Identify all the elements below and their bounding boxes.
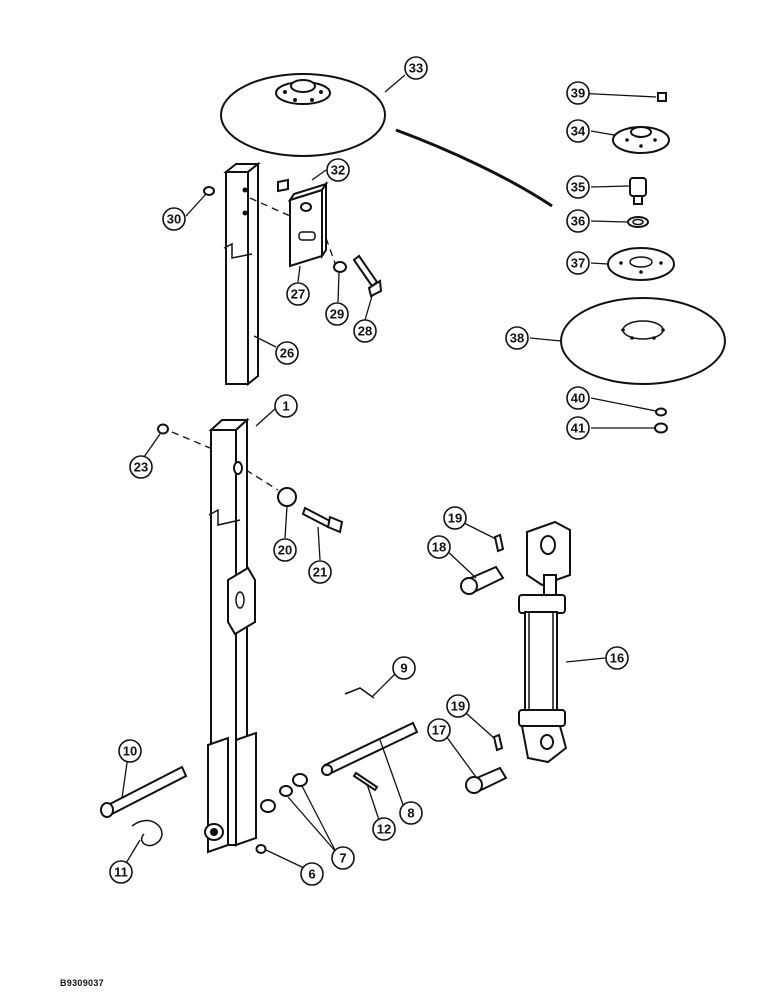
hub-assembly bbox=[560, 92, 726, 434]
svg-text:38: 38 bbox=[510, 331, 524, 346]
hardware-upper bbox=[203, 186, 383, 298]
svg-text:16: 16 bbox=[610, 651, 624, 666]
callout-40: 40 bbox=[566, 386, 590, 410]
callout-16: 16 bbox=[605, 646, 629, 670]
upper-tube-part-26 bbox=[223, 161, 261, 387]
bracket-plate-part-27 bbox=[249, 178, 337, 268]
callout-33: 33 bbox=[404, 56, 428, 80]
svg-text:26: 26 bbox=[280, 346, 294, 361]
explode-arrow-line bbox=[395, 128, 553, 208]
figure-code: B9309037 bbox=[60, 978, 104, 988]
svg-text:6: 6 bbox=[308, 867, 315, 882]
callout-19-lower: 19 bbox=[446, 694, 470, 718]
callout-29: 29 bbox=[325, 302, 349, 326]
svg-text:28: 28 bbox=[358, 324, 372, 339]
svg-text:7: 7 bbox=[339, 851, 346, 866]
callout-8: 8 bbox=[399, 801, 423, 825]
svg-text:30: 30 bbox=[167, 212, 181, 227]
callout-37: 37 bbox=[566, 251, 590, 275]
svg-text:40: 40 bbox=[571, 391, 585, 406]
hardware-middle bbox=[157, 423, 344, 534]
lower-hardware bbox=[100, 687, 419, 854]
callout-35: 35 bbox=[566, 175, 590, 199]
callout-7: 7 bbox=[331, 846, 355, 870]
svg-text:21: 21 bbox=[313, 565, 327, 580]
hydraulic-cylinder-part-16 bbox=[460, 520, 571, 794]
svg-text:34: 34 bbox=[571, 124, 586, 139]
svg-text:39: 39 bbox=[571, 86, 585, 101]
svg-text:33: 33 bbox=[409, 61, 423, 76]
svg-text:36: 36 bbox=[571, 214, 585, 229]
callout-34: 34 bbox=[566, 119, 590, 143]
svg-text:41: 41 bbox=[571, 421, 585, 436]
callout-1: 1 bbox=[274, 394, 298, 418]
svg-text:23: 23 bbox=[134, 460, 148, 475]
callout-28: 28 bbox=[353, 319, 377, 343]
svg-text:37: 37 bbox=[571, 256, 585, 271]
svg-text:1: 1 bbox=[282, 399, 289, 414]
svg-text:19: 19 bbox=[451, 699, 465, 714]
callout-41: 41 bbox=[566, 416, 590, 440]
callout-9: 9 bbox=[392, 656, 416, 680]
svg-text:12: 12 bbox=[377, 822, 391, 837]
callout-38: 38 bbox=[505, 326, 529, 350]
callout-27: 27 bbox=[286, 282, 310, 306]
svg-text:10: 10 bbox=[123, 744, 137, 759]
svg-text:11: 11 bbox=[114, 865, 128, 880]
callout-21: 21 bbox=[308, 560, 332, 584]
svg-text:9: 9 bbox=[400, 661, 407, 676]
callout-19-upper: 19 bbox=[443, 506, 467, 530]
callout-36: 36 bbox=[566, 209, 590, 233]
svg-text:27: 27 bbox=[291, 287, 305, 302]
svg-text:29: 29 bbox=[330, 307, 344, 322]
disc-part-33 bbox=[220, 73, 386, 157]
svg-text:8: 8 bbox=[407, 806, 414, 821]
svg-text:18: 18 bbox=[432, 540, 446, 555]
lower-standard-part-1 bbox=[204, 417, 276, 854]
callout-12: 12 bbox=[372, 817, 396, 841]
callout-11: 11 bbox=[109, 860, 133, 884]
callout-18: 18 bbox=[427, 535, 451, 559]
callout-6: 6 bbox=[300, 862, 324, 886]
svg-text:17: 17 bbox=[432, 723, 446, 738]
svg-text:20: 20 bbox=[278, 543, 292, 558]
callout-26: 26 bbox=[275, 341, 299, 365]
leader-lines bbox=[121, 74, 657, 871]
callout-20: 20 bbox=[273, 538, 297, 562]
callout-23: 23 bbox=[129, 455, 153, 479]
callout-32: 32 bbox=[326, 158, 350, 182]
callout-39: 39 bbox=[566, 81, 590, 105]
callout-17: 17 bbox=[427, 718, 451, 742]
svg-text:32: 32 bbox=[331, 163, 345, 178]
svg-text:19: 19 bbox=[448, 511, 462, 526]
svg-text:35: 35 bbox=[571, 180, 585, 195]
callout-10: 10 bbox=[118, 739, 142, 763]
callout-30: 30 bbox=[162, 207, 186, 231]
